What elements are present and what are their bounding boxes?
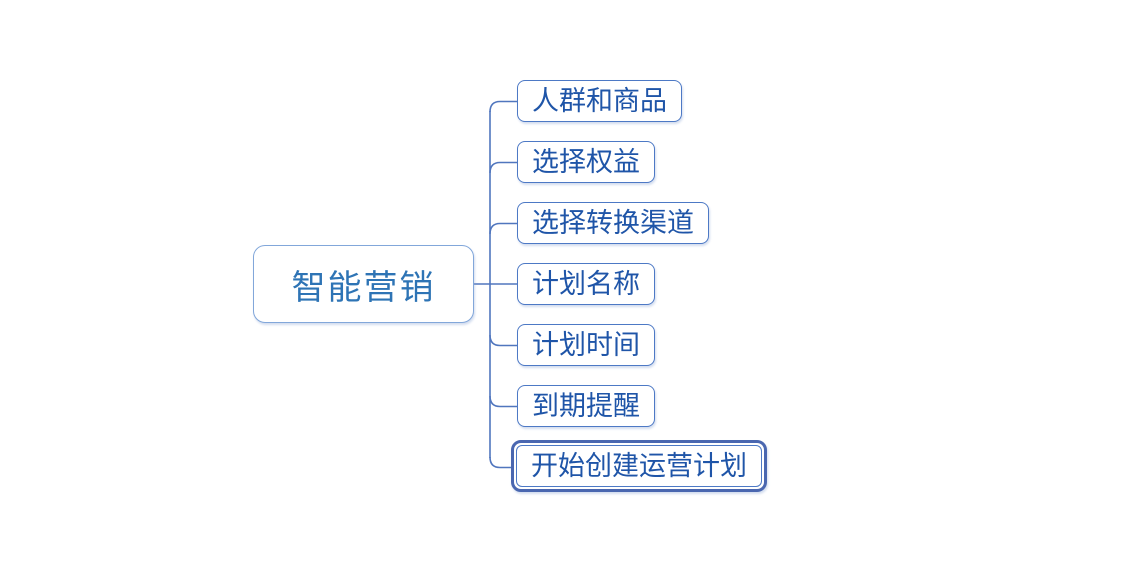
child-node-plan-time[interactable]: 计划时间: [517, 324, 655, 366]
child-node-plan-name[interactable]: 计划名称: [517, 263, 655, 305]
connector-branch-5: [489, 334, 517, 347]
child-node-expiry-reminder[interactable]: 到期提醒: [517, 385, 655, 427]
connector-branch-6: [489, 395, 517, 408]
connector-branch-7: [489, 456, 512, 469]
root-node-smart-marketing[interactable]: 智能营销: [253, 245, 474, 323]
child-node-audience-and-products[interactable]: 人群和商品: [517, 80, 682, 122]
child-node-select-benefits[interactable]: 选择权益: [517, 141, 655, 183]
connector-branch-3: [489, 222, 517, 235]
selected-node-ring: 开始创建运营计划: [511, 440, 767, 492]
connector-branch-1: [489, 100, 517, 113]
child-node-select-conversion-channel[interactable]: 选择转换渠道: [517, 202, 709, 244]
connector-branch-2: [489, 161, 517, 174]
child-node-start-create-operation-plan[interactable]: 开始创建运营计划: [516, 445, 762, 487]
